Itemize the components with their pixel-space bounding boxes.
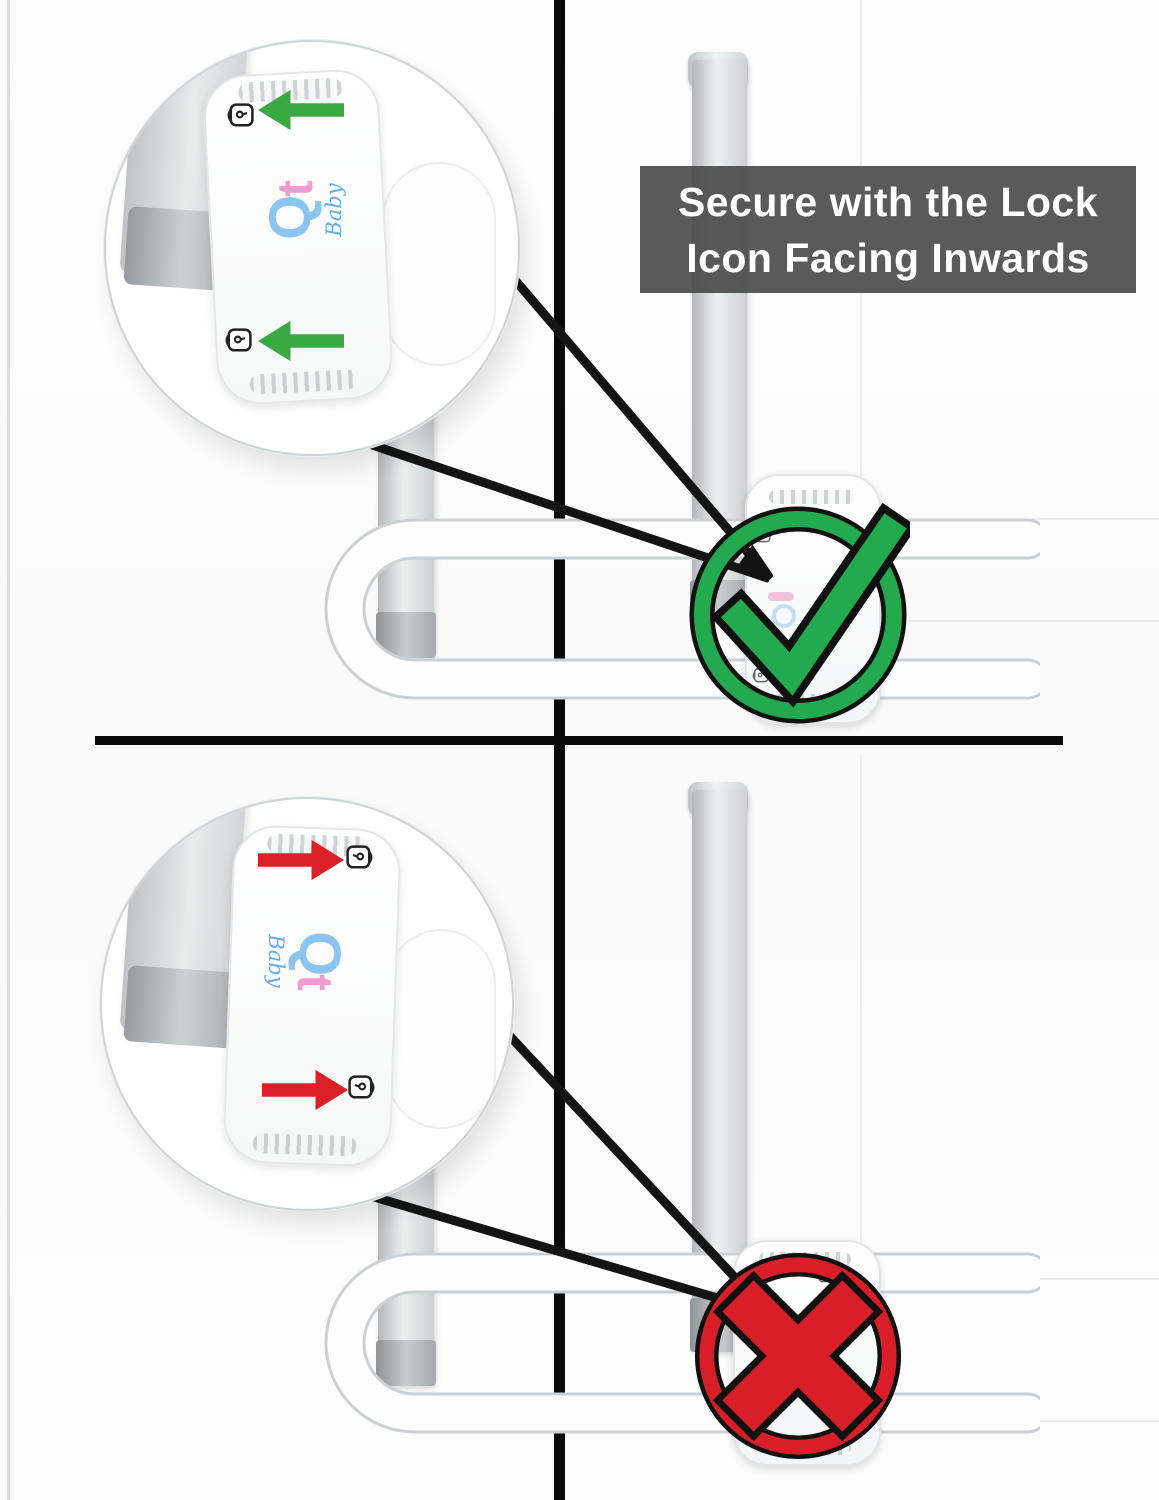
u-lock-bar [324, 518, 1040, 700]
divider-horizontal [95, 736, 1063, 745]
brand-q: Q [258, 196, 323, 240]
zoom-inset-incorrect: Q t Baby [100, 797, 514, 1211]
brand-q: Q [287, 931, 352, 975]
panel-seam [1030, 1278, 1159, 1280]
brand-baby: Baby [322, 183, 346, 237]
green-arrow-left-icon [258, 89, 344, 131]
panel-seam [1028, 1420, 1159, 1422]
brand-t: t [267, 180, 323, 197]
check-badge [689, 502, 910, 724]
cabinet-handle-base-zoom [123, 965, 241, 1049]
brand-t: t [287, 974, 343, 991]
door-seam [860, 755, 862, 1270]
brand-baby: Baby [264, 934, 288, 988]
cabinet-handle-base [376, 1340, 436, 1386]
lock-icon [348, 1075, 375, 1099]
lock-slider-half [382, 162, 496, 366]
checkmark-icon [720, 513, 907, 696]
panel-seam [1032, 518, 1159, 520]
instruction-banner: Secure with the Lock Icon Facing Inwards [640, 166, 1136, 293]
green-arrow-left-icon [258, 320, 344, 362]
lock-slider-half [386, 929, 496, 1129]
brand-mark-faint [772, 604, 796, 628]
cross-icon [712, 1270, 884, 1442]
banner-line-1: Secure with the Lock [677, 178, 1099, 225]
ratchet-teeth [769, 490, 855, 504]
u-lock-bar [324, 1252, 1040, 1434]
ratchet-teeth [252, 1133, 358, 1157]
lock-icon [225, 328, 252, 352]
cross-badge [694, 1252, 902, 1460]
red-arrow-right-icon [262, 1069, 348, 1111]
ratchet-teeth [249, 369, 359, 395]
divider-vertical [554, 0, 565, 1500]
banner-line-2: Icon Facing Inwards [686, 234, 1090, 281]
brand-logo: Q t Baby [258, 162, 346, 258]
panel-seam [908, 620, 1159, 622]
zoom-inset-correct: Q t Baby [104, 40, 520, 456]
red-arrow-right-icon [258, 839, 344, 881]
brand-logo: Q t Baby [264, 913, 352, 1009]
lock-icon [227, 103, 254, 127]
cabinet-frame-edge [7, 0, 10, 1500]
brand-mark-faint [768, 592, 794, 601]
lock-icon [346, 845, 373, 869]
